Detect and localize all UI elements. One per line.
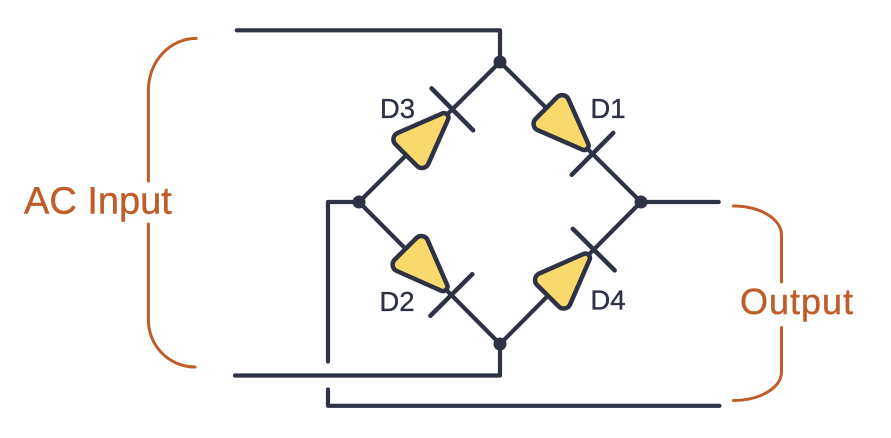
svg-text:D4: D4 bbox=[590, 285, 625, 316]
svg-text:Output: Output bbox=[740, 281, 854, 322]
svg-text:AC Input: AC Input bbox=[24, 181, 172, 223]
svg-text:D3: D3 bbox=[380, 93, 415, 124]
svg-text:D2: D2 bbox=[379, 286, 414, 317]
svg-text:D1: D1 bbox=[590, 93, 625, 124]
